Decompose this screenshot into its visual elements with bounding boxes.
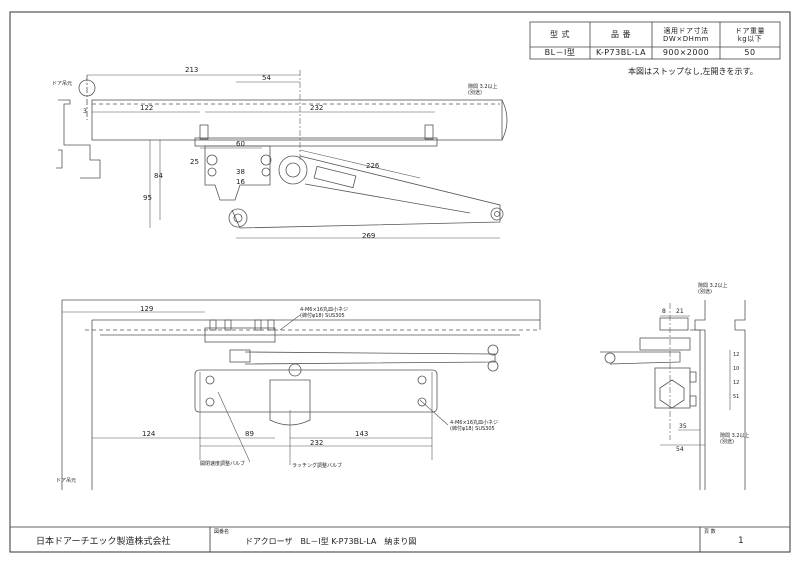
- front-dim-129: 129: [140, 305, 154, 313]
- side-dim-10: 10: [733, 366, 740, 372]
- top-dim-269: 269: [362, 232, 376, 240]
- front-screw-top-label: 4-M6×16丸皿小ネジ (締付φ18) SUS305: [300, 307, 349, 319]
- front-dim-232: 232: [310, 439, 324, 447]
- front-dim-89: 89: [245, 430, 254, 438]
- side-view: [600, 300, 746, 490]
- footer-grid: [10, 526, 790, 552]
- side-dim-35: 35: [679, 423, 687, 430]
- spec-value-door-size: 900×2000: [662, 48, 710, 57]
- side-clearance-bottom-label: 隙間 3.2以上 (別途): [720, 433, 750, 445]
- top-dim-16: 16: [236, 178, 245, 186]
- front-dim-143: 143: [355, 430, 369, 438]
- front-speed-valve-label: 開閉速度調整バルブ: [200, 461, 246, 467]
- top-dim-84: 84: [154, 172, 163, 180]
- top-view: [56, 70, 508, 239]
- spec-value-door-weight: 50: [744, 48, 756, 57]
- footer-title-label: 図番名: [214, 529, 230, 535]
- footer-company: 日本ドアーチエック製造株式会社: [36, 537, 171, 547]
- side-clearance-top-label: 隙間 3.2以上 (別途): [698, 283, 728, 295]
- side-dim-8: 8: [662, 308, 666, 315]
- footer-page-number: 1: [738, 536, 744, 546]
- top-dim-122: 122: [140, 104, 154, 112]
- top-dim-38: 38: [236, 168, 245, 176]
- front-dim-124: 124: [142, 430, 156, 438]
- spec-value-part: K-P73BL-LA: [595, 48, 647, 57]
- top-dim-232: 232: [310, 104, 324, 112]
- front-screw-bottom-label: 4-M6×16丸皿小ネジ (締付φ18) SUS305: [450, 420, 499, 432]
- top-dim-226: 226: [366, 162, 380, 170]
- front-view: [61, 299, 541, 490]
- footer-title: ドアクローザ BL－Ⅰ型 K-P73BL-LA 納まり図: [245, 537, 417, 546]
- front-latch-valve-label: ラッチング調整バルブ: [292, 463, 343, 469]
- top-dim-213: 213: [185, 66, 199, 74]
- drawing-frame: [9, 11, 791, 553]
- spec-header-part: 品 番: [610, 29, 632, 39]
- top-clearance-label: 隙間 3.2以上 (別途): [468, 84, 498, 96]
- spec-header-door-size: 適用ドア寸法 DW×DHmm: [663, 26, 709, 43]
- top-dim-25: 25: [190, 158, 199, 166]
- top-dim-95: 95: [143, 194, 152, 202]
- spec-header-model: 型 式: [549, 29, 571, 39]
- front-door-center-label: ドア吊元: [56, 478, 77, 484]
- top-dim-60: 60: [236, 140, 245, 148]
- side-dim-54: 54: [676, 446, 684, 453]
- side-dim-21: 21: [676, 308, 684, 315]
- spec-table-grid: [529, 21, 781, 60]
- footer-page-label: 頁 数: [704, 529, 716, 535]
- side-dim-12a: 12: [733, 352, 740, 358]
- spec-value-model: BL－Ⅰ型: [544, 48, 576, 57]
- drawing-note: 本図はストップなし,左開きを示す。: [628, 67, 758, 76]
- top-dim-54: 54: [262, 74, 271, 82]
- top-door-center-label: ドア吊元: [52, 81, 73, 87]
- spec-header-door-weight: ドア重量 kg以下: [735, 26, 765, 43]
- side-dim-51: 51: [733, 394, 740, 400]
- top-dim-3: 3: [83, 108, 87, 115]
- side-dim-12b: 12: [733, 380, 740, 386]
